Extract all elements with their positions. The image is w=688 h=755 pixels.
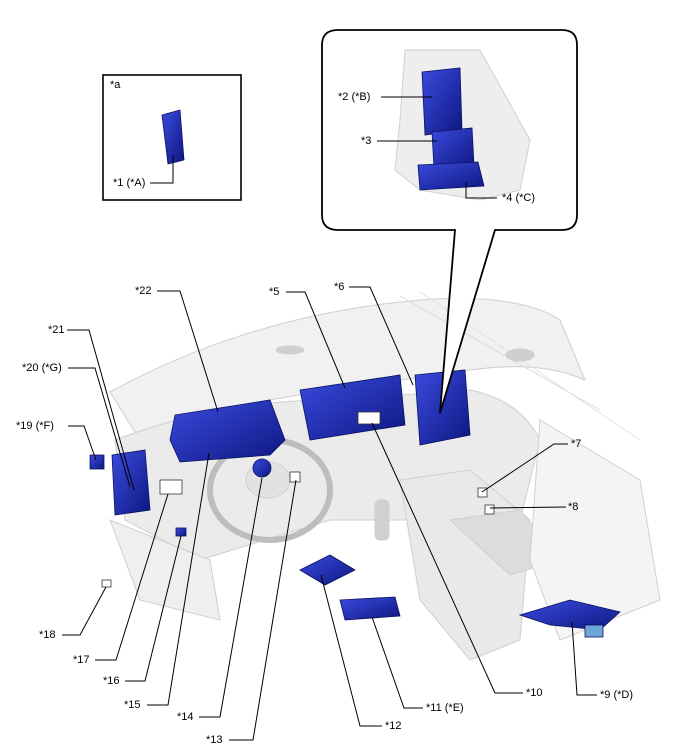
label-15: *15 [124, 699, 141, 711]
label-22: *22 [135, 285, 152, 297]
label-7: *7 [571, 438, 582, 450]
inset-component-2 [421, 67, 463, 136]
leader-5 [286, 291, 346, 389]
label-12: *12 [385, 720, 402, 732]
label-18: *18 [39, 629, 56, 641]
vent-right [505, 348, 535, 362]
label-14: *14 [177, 711, 194, 723]
label-5: *5 [269, 286, 280, 298]
leader-16 [125, 535, 182, 682]
leader-12 [320, 574, 382, 727]
leader-6 [349, 286, 414, 386]
label-10: *10 [526, 687, 543, 699]
component-8 [484, 504, 495, 515]
component-10-marker [357, 411, 381, 425]
label-19: *19 (*F) [16, 420, 54, 432]
component-18 [101, 579, 112, 588]
label-9: *9 (*D) [600, 689, 634, 701]
label-11: *11 (*E) [426, 702, 464, 714]
inset-component-3 [431, 127, 475, 169]
label-3: *3 [361, 135, 372, 147]
label-2: *2 (*B) [338, 91, 371, 103]
vent-left [275, 345, 305, 355]
component-9-connector [584, 624, 604, 638]
shift-lever [374, 499, 390, 541]
component-20-21 [111, 449, 151, 516]
component-7 [477, 487, 488, 498]
label-13: *13 [206, 734, 223, 746]
component-12 [299, 554, 356, 586]
component-13 [289, 471, 301, 483]
component-9 [518, 599, 621, 631]
leader-10 [371, 422, 523, 694]
label-4: *4 (*C) [502, 192, 536, 204]
label-21: *21 [48, 324, 65, 336]
component-22 [169, 399, 286, 463]
leader-21 [67, 329, 135, 491]
components [89, 369, 621, 638]
inset-component-4 [417, 161, 485, 191]
component-17 [159, 479, 183, 495]
label-20: *20 (*G) [22, 362, 62, 374]
leader-17 [95, 493, 169, 661]
leader-14 [199, 477, 263, 718]
leader-20 [68, 367, 131, 488]
component-11 [339, 596, 401, 621]
leader-4 [465, 182, 497, 199]
component-16 [175, 527, 187, 537]
component-14 [252, 458, 272, 478]
label-8: *8 [568, 501, 579, 513]
leader-9 [571, 621, 597, 696]
leader-8 [489, 506, 567, 509]
leader-18 [62, 586, 107, 636]
label-17: *17 [73, 654, 90, 666]
leader-11 [371, 616, 423, 709]
leader-19 [68, 425, 97, 461]
leader-lines [62, 286, 597, 741]
label-1: *1 (*A) [113, 177, 146, 189]
leader-22 [157, 290, 219, 413]
component-19 [89, 454, 105, 470]
inset-a-component [161, 109, 185, 165]
label-6: *6 [334, 281, 345, 293]
inset-a-tag: *a [110, 79, 121, 91]
leader-13 [229, 479, 297, 741]
leader-7 [481, 443, 568, 493]
leader-15 [147, 452, 210, 706]
label-16: *16 [103, 675, 120, 687]
kick-panel [109, 519, 221, 621]
leader-1 [150, 155, 174, 184]
